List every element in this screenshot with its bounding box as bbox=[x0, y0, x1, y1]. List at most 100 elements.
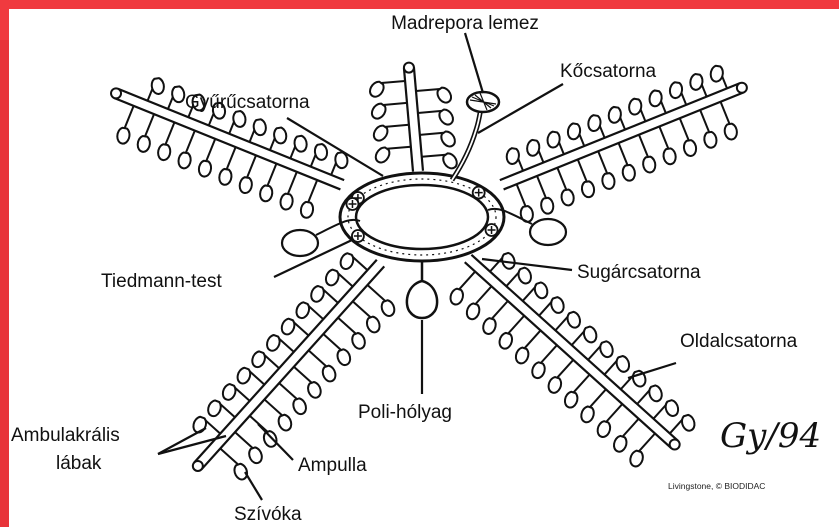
label-tube-feet-line1: Ambulakrális bbox=[11, 425, 120, 446]
lateral-canal bbox=[186, 131, 195, 153]
arm-tip bbox=[193, 461, 203, 471]
tiedemann-body bbox=[473, 187, 485, 199]
ampulla-bulb bbox=[179, 152, 191, 168]
ampulla-bulb bbox=[352, 333, 365, 349]
ampulla-bulb bbox=[240, 177, 252, 193]
tiedemann-body bbox=[486, 224, 498, 236]
ampulla-bulb bbox=[535, 282, 548, 298]
ampulla-bulb bbox=[117, 128, 129, 144]
arm-tip bbox=[670, 440, 680, 450]
lateral-canal bbox=[227, 147, 236, 169]
stone-canal bbox=[452, 104, 482, 180]
ampulla-bulb bbox=[549, 377, 562, 393]
ampulla-bulb bbox=[152, 78, 164, 94]
lateral-canal bbox=[492, 301, 508, 319]
ampulla-bulb bbox=[374, 126, 388, 141]
lateral-canal bbox=[247, 155, 256, 177]
lateral-canal bbox=[353, 301, 371, 317]
ampulla-bulb bbox=[643, 157, 655, 173]
label-tiedemann: Tiedmann-test bbox=[101, 271, 222, 292]
ampulla-bulb bbox=[260, 185, 272, 201]
ampulla-bulb bbox=[233, 111, 245, 127]
ampulla-bulb bbox=[301, 202, 313, 218]
ampulla-bulb bbox=[254, 119, 266, 135]
ampulla-bulb bbox=[562, 190, 574, 206]
ampulla-bulb bbox=[568, 123, 580, 139]
lateral-canal bbox=[420, 133, 444, 135]
ampulla-bulb bbox=[219, 169, 231, 185]
ampulla-bulb bbox=[437, 88, 451, 103]
lateral-canal bbox=[659, 126, 668, 148]
label-polian-vesicle: Poli-hólyag bbox=[358, 402, 452, 423]
ampulla-bulb bbox=[370, 82, 384, 97]
ampulla-bulb bbox=[690, 74, 702, 90]
ampulla-bulb bbox=[315, 144, 327, 160]
ampulla-bulb bbox=[670, 82, 682, 98]
label-ring-canal: Gyűrűcsatorna bbox=[185, 92, 310, 113]
lateral-canal bbox=[267, 164, 276, 186]
ampulla-bulb bbox=[208, 400, 221, 416]
ampulla-bulb bbox=[527, 140, 539, 156]
ampulla-bulb bbox=[279, 415, 292, 431]
ampulla-bulb bbox=[439, 110, 453, 125]
ampulla-bulb bbox=[629, 99, 641, 115]
lateral-canal bbox=[383, 103, 407, 105]
lateral-canal bbox=[220, 448, 238, 464]
ampulla-bulb bbox=[598, 421, 611, 437]
ampulla-bulb bbox=[443, 153, 457, 168]
ampulla-bulb bbox=[376, 147, 390, 162]
ampulla-bulb bbox=[158, 144, 170, 160]
lateral-canal bbox=[541, 345, 557, 363]
lateral-canal bbox=[165, 122, 174, 144]
lateral-canal bbox=[537, 176, 546, 198]
label-madreporite: Madrepora lemez bbox=[391, 13, 539, 34]
lateral-canal bbox=[557, 168, 566, 190]
ampulla-bulb bbox=[372, 104, 386, 119]
lateral-canal bbox=[459, 272, 475, 290]
lateral-canal bbox=[721, 102, 730, 124]
arm-lower-left bbox=[193, 253, 394, 479]
lateral-canal bbox=[418, 111, 442, 113]
lateral-canal bbox=[338, 318, 356, 334]
arm-lower-right bbox=[450, 253, 694, 466]
ampulla-bulb bbox=[294, 136, 306, 152]
ampulla-bulb bbox=[308, 382, 321, 398]
ampulla-bulb bbox=[450, 289, 463, 305]
arm-tip bbox=[737, 83, 747, 93]
ampulla-bulb bbox=[337, 349, 350, 365]
radial-canal-wall bbox=[465, 262, 672, 448]
radial-canal-wall bbox=[202, 266, 385, 469]
lateral-canal bbox=[125, 106, 134, 128]
arm-upper-right bbox=[500, 66, 747, 222]
radial-canal-wall bbox=[500, 83, 740, 180]
label-sucker: Szívóka bbox=[234, 504, 302, 525]
lateral-canal bbox=[574, 375, 590, 393]
ampulla-bulb bbox=[582, 181, 594, 197]
lateral-canal bbox=[680, 118, 689, 140]
label-tube-feet-line2: lábak bbox=[56, 453, 102, 474]
ampulla-bulb bbox=[684, 140, 696, 156]
lateral-canal bbox=[323, 334, 341, 350]
lateral-canal bbox=[279, 383, 297, 399]
lateral-canal bbox=[517, 184, 526, 206]
lateral-canal bbox=[288, 172, 297, 194]
ampulla-bulb bbox=[267, 335, 280, 351]
ampulla-bulb bbox=[516, 348, 529, 364]
lateral-canal bbox=[308, 180, 317, 202]
lateral-canal bbox=[309, 350, 327, 366]
lateral-canal bbox=[619, 143, 628, 165]
lateral-canal bbox=[385, 125, 409, 127]
ampulla-bulb bbox=[249, 447, 262, 463]
label-stone-canal: Kőcsatorna bbox=[560, 61, 657, 82]
ampulla-bulb bbox=[500, 333, 513, 349]
lateral-canal bbox=[422, 155, 446, 157]
lateral-canal bbox=[235, 432, 253, 448]
ampulla-bulb bbox=[532, 362, 545, 378]
ampulla-bulb bbox=[483, 318, 496, 334]
lateral-canal bbox=[578, 159, 587, 181]
ampulla-bulb bbox=[518, 268, 531, 284]
ampulla-bulb bbox=[296, 302, 309, 318]
ampulla-bulb bbox=[551, 297, 564, 313]
